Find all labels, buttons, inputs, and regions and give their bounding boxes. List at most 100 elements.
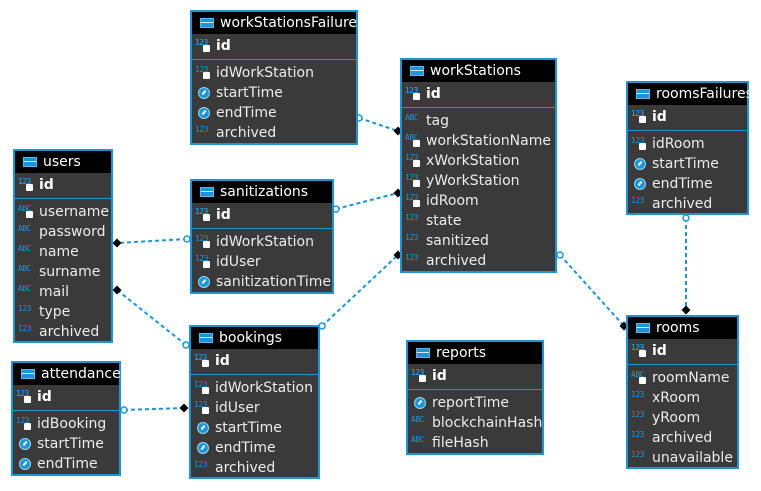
table-header[interactable]: bookings bbox=[191, 327, 318, 349]
table-title: rooms bbox=[656, 320, 700, 336]
relationship-roomsFailures-rooms[interactable] bbox=[681, 214, 691, 315]
relationship-bookings-users[interactable] bbox=[112, 285, 190, 349]
column[interactable]: endTime bbox=[628, 174, 747, 194]
column-name: endTime bbox=[652, 176, 713, 192]
table-header[interactable]: attendances bbox=[13, 363, 128, 385]
column-name: username bbox=[39, 204, 109, 220]
column[interactable]: ABC name bbox=[15, 242, 111, 262]
column[interactable]: startTime bbox=[628, 154, 747, 174]
key-icon: ABC bbox=[18, 202, 38, 222]
table-header[interactable]: workStationsFailures bbox=[192, 12, 364, 34]
column[interactable]: endTime bbox=[192, 103, 356, 123]
table-header[interactable]: roomsFailures bbox=[628, 83, 753, 105]
table-header[interactable]: users bbox=[15, 151, 111, 173]
key-icon: 123 bbox=[16, 387, 36, 407]
column[interactable]: endTime bbox=[191, 438, 318, 458]
relationship-attendances-bookings[interactable] bbox=[120, 403, 189, 414]
column[interactable]: sanitizationTime bbox=[192, 272, 332, 292]
column[interactable]: reportTime bbox=[408, 393, 542, 413]
key-icon: 123 bbox=[411, 366, 431, 386]
relationship-sanitizations-users[interactable] bbox=[112, 235, 191, 248]
table-header[interactable]: workStations bbox=[402, 60, 555, 82]
table-header[interactable]: reports bbox=[408, 342, 542, 364]
relationship-sanitizations-workStations[interactable] bbox=[332, 188, 403, 213]
type-icon: 123 bbox=[405, 213, 418, 222]
type-icon: ABC bbox=[18, 244, 31, 253]
column[interactable]: startTime bbox=[13, 434, 119, 454]
column[interactable]: endTime bbox=[13, 454, 119, 474]
column[interactable]: startTime bbox=[191, 418, 318, 438]
relationship-workStationsFailures-workStations[interactable] bbox=[355, 114, 403, 136]
table-title: reports bbox=[436, 345, 487, 361]
connector-line bbox=[335, 192, 399, 210]
column[interactable]: startTime bbox=[192, 83, 356, 103]
key-icon: 123 bbox=[195, 205, 215, 225]
table-header[interactable]: sanitizations bbox=[192, 181, 332, 203]
connector-line bbox=[116, 238, 188, 244]
clock-icon bbox=[411, 393, 431, 413]
one-end-diamond bbox=[179, 403, 189, 413]
table-header[interactable]: rooms bbox=[628, 317, 737, 339]
column-name: idBooking bbox=[37, 416, 107, 432]
column-name: idRoom bbox=[426, 193, 479, 209]
column-name: name bbox=[39, 244, 79, 260]
relationship-workStations-rooms[interactable] bbox=[556, 251, 629, 331]
type-icon: ABC bbox=[405, 113, 418, 122]
column-name: fileHash bbox=[432, 435, 489, 451]
column-name: archived bbox=[652, 196, 713, 212]
table-title: attendances bbox=[41, 366, 128, 382]
column-name: workStationName bbox=[426, 133, 551, 149]
